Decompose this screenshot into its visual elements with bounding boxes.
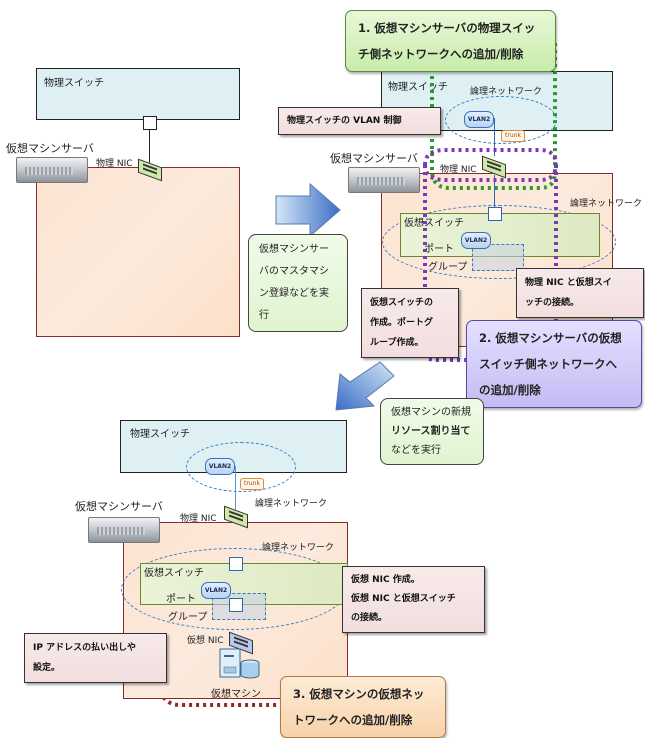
callout-line: 仮想 NIC と仮想スイッチ: [351, 594, 456, 604]
logical-network-ellipse: [445, 96, 557, 144]
server-icon: [16, 157, 88, 183]
vm-server-label: 仮想マシンサーバ: [330, 152, 418, 165]
callout-line: ッチの接続。: [525, 298, 580, 308]
vm-port: [229, 598, 243, 612]
link-line: [494, 118, 495, 156]
callout-line: 物理 NIC と仮想スイ: [525, 278, 612, 288]
step3-box: 3. 仮想マシンの仮想ネッ トワークへの追加/削除: [280, 676, 446, 738]
trunk-badge: trunk: [240, 478, 264, 490]
physical-nic-label: 物理 NIC: [440, 165, 477, 175]
step-line: 3. 仮想マシンの仮想ネッ: [293, 687, 425, 701]
port-group-box: [472, 244, 524, 271]
logical-network-label: 論理ネットワーク: [570, 199, 643, 209]
step-line: 1. 仮想マシンサーバの物理スイッ: [358, 21, 536, 35]
group-label: グループ: [168, 612, 208, 623]
callout-vswitch-create: 仮想スイッチの 作成。ポートグ ループ作成。: [361, 288, 459, 358]
note-allocate-resources: 仮想マシンの新規 リソース割り当て などを実行: [380, 398, 484, 465]
port-label: ポート: [166, 594, 196, 605]
port-label: ポート: [424, 244, 454, 255]
virtual-nic-label: 仮想 NIC: [187, 636, 224, 646]
link-line: [494, 175, 495, 209]
step2-box: 2. 仮想マシンサーバの仮想 スイッチ側ネットワークへ の追加/削除: [466, 320, 642, 408]
callout-nic-connect: 物理 NIC と仮想スイ ッチの接続。: [516, 268, 644, 318]
vlan-badge: VLAN2: [464, 111, 494, 128]
callout-line: ループ作成。: [370, 338, 424, 348]
virtual-machine-icon: [219, 648, 260, 679]
note-line: などを実行: [391, 445, 441, 456]
callout-line: 作成。ポートグ: [370, 318, 434, 328]
vm-server-label: 仮想マシンサーバ: [75, 500, 163, 513]
server-icon: [88, 517, 160, 543]
physical-switch-label: 物理スイッチ: [388, 82, 448, 93]
link-line: [149, 129, 150, 164]
arrow-right-icon: [275, 182, 341, 238]
physical-switch: [36, 68, 240, 120]
callout-line: 仮想 NIC 作成。: [351, 575, 420, 585]
vswitch-port: [229, 557, 243, 571]
step-line: トワークへの追加/削除: [293, 713, 413, 727]
physical-switch-label: 物理スイッチ: [130, 429, 190, 440]
trunk-badge: trunk: [501, 130, 525, 142]
server-icon: [348, 167, 420, 193]
callout-line: 仮想スイッチの: [370, 298, 434, 308]
callout-line: の接続。: [351, 613, 388, 623]
step-line: チ側ネットワークへの追加/削除: [358, 47, 524, 61]
switch-port: [143, 116, 157, 130]
note-line: リソース割り当て: [391, 426, 471, 437]
virtual-switch-label: 仮想スイッチ: [144, 568, 204, 579]
note-line: 仮想マシンサー: [259, 244, 329, 255]
physical-nic-label: 物理 NIC: [96, 159, 133, 169]
callout-line: 設定。: [33, 663, 61, 673]
logical-network-label: 論理ネットワーク: [470, 87, 543, 97]
virtual-switch-label: 仮想スイッチ: [404, 218, 464, 229]
callout-vnic-create: 仮想 NIC 作成。 仮想 NIC と仮想スイッチ の接続。: [342, 566, 485, 633]
vlan-badge: VLAN2: [201, 582, 231, 599]
physical-switch-label: 物理スイッチ: [44, 78, 104, 89]
callout-line: IP アドレスの払い出しや: [33, 643, 136, 653]
step-line: スイッチ側ネットワークへ: [479, 357, 617, 371]
callout-ip-assign: IP アドレスの払い出しや 設定。: [24, 633, 167, 683]
callout-vlan-control: 物理スイッチの VLAN 制御: [278, 107, 441, 135]
note-line: 行: [259, 310, 269, 321]
vlan-badge: VLAN2: [205, 458, 235, 475]
callout-line: 物理スイッチの VLAN 制御: [287, 116, 402, 126]
step-line: の追加/削除: [479, 383, 541, 397]
note-line: バのマスタマシ: [259, 266, 329, 277]
vm-server-label: 仮想マシンサーバ: [6, 142, 94, 155]
logical-network-ellipse: [382, 205, 616, 279]
logical-network-label: 論理ネットワーク: [262, 543, 335, 553]
logical-network-label: 論理ネットワーク: [255, 499, 328, 509]
step-line: 2. 仮想マシンサーバの仮想: [479, 331, 622, 345]
group-label: グループ: [428, 262, 468, 273]
vlan-badge: VLAN2: [461, 232, 491, 249]
note-line: 仮想マシンの新規: [391, 407, 471, 418]
step1-box: 1. 仮想マシンサーバの物理スイッ チ側ネットワークへの追加/削除: [345, 10, 556, 72]
note-line: ン登録などを実: [259, 288, 329, 299]
logical-network-ellipse: [186, 442, 296, 492]
note-register-master: 仮想マシンサー バのマスタマシ ン登録などを実 行: [248, 234, 348, 332]
arrow-down-left-icon: [335, 361, 395, 411]
virtual-machine-label: 仮想マシン: [211, 689, 261, 700]
physical-nic-label: 物理 NIC: [180, 514, 217, 524]
vswitch-port: [488, 207, 502, 221]
